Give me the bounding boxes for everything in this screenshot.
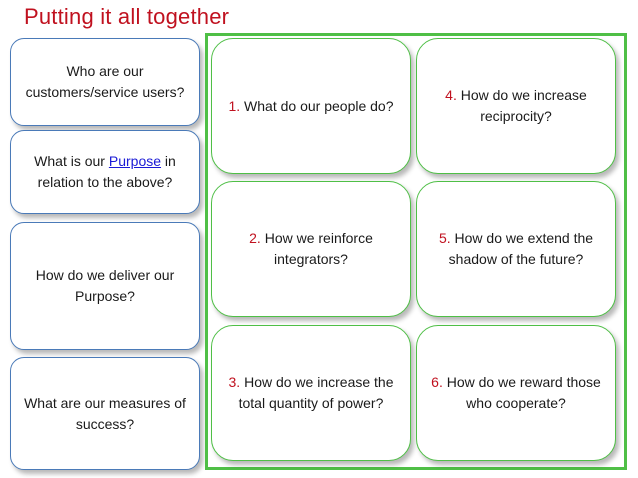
item-number: 1.	[228, 97, 241, 114]
grid-box-5: 5. How do we extend the shadow of the fu…	[416, 181, 616, 317]
grid-text: 6. How do we reward those who cooperate?	[431, 374, 601, 411]
question-box-purpose: What is our Purpose in relation to the a…	[10, 130, 200, 214]
green-frame	[205, 33, 627, 470]
grid-box-1: 1. What do our people do?	[211, 38, 411, 174]
question-text: How do we deliver our Purpose?	[35, 267, 175, 304]
grid-text: 4. How do we increase reciprocity?	[445, 87, 587, 124]
question-text: What are our measures of success?	[24, 394, 186, 432]
grid-box-4: 4. How do we increase reciprocity?	[416, 38, 616, 174]
purpose-link[interactable]: Purpose	[108, 153, 162, 169]
item-number: 2.	[249, 230, 261, 246]
question-box-customers: Who are our customers/service users?	[10, 38, 200, 126]
grid-text: 5. How do we extend the shadow of the fu…	[438, 230, 594, 267]
grid-text: 2. How we reinforce integrators?	[249, 230, 373, 267]
grid-text: 1. What do our people do?	[228, 97, 394, 114]
grid-text: 3. How do we increase the total quantity…	[228, 374, 394, 411]
item-number: 5.	[438, 230, 451, 246]
item-number: 3.	[228, 374, 241, 390]
grid-box-2: 2. How we reinforce integrators?	[211, 181, 411, 317]
item-number: 6.	[431, 374, 443, 390]
item-number: 4.	[445, 87, 457, 103]
question-box-measures: What are our measures of success?	[10, 357, 200, 470]
question-text: What is our Purpose in relation to the a…	[34, 153, 176, 190]
question-box-delivery: How do we deliver our Purpose?	[10, 222, 200, 350]
slide-title: Putting it all together	[24, 4, 230, 29]
grid-box-6: 6. How do we reward those who cooperate?	[416, 325, 616, 461]
question-text: Who are our customers/service users?	[25, 63, 185, 100]
grid-box-3: 3. How do we increase the total quantity…	[211, 325, 411, 461]
